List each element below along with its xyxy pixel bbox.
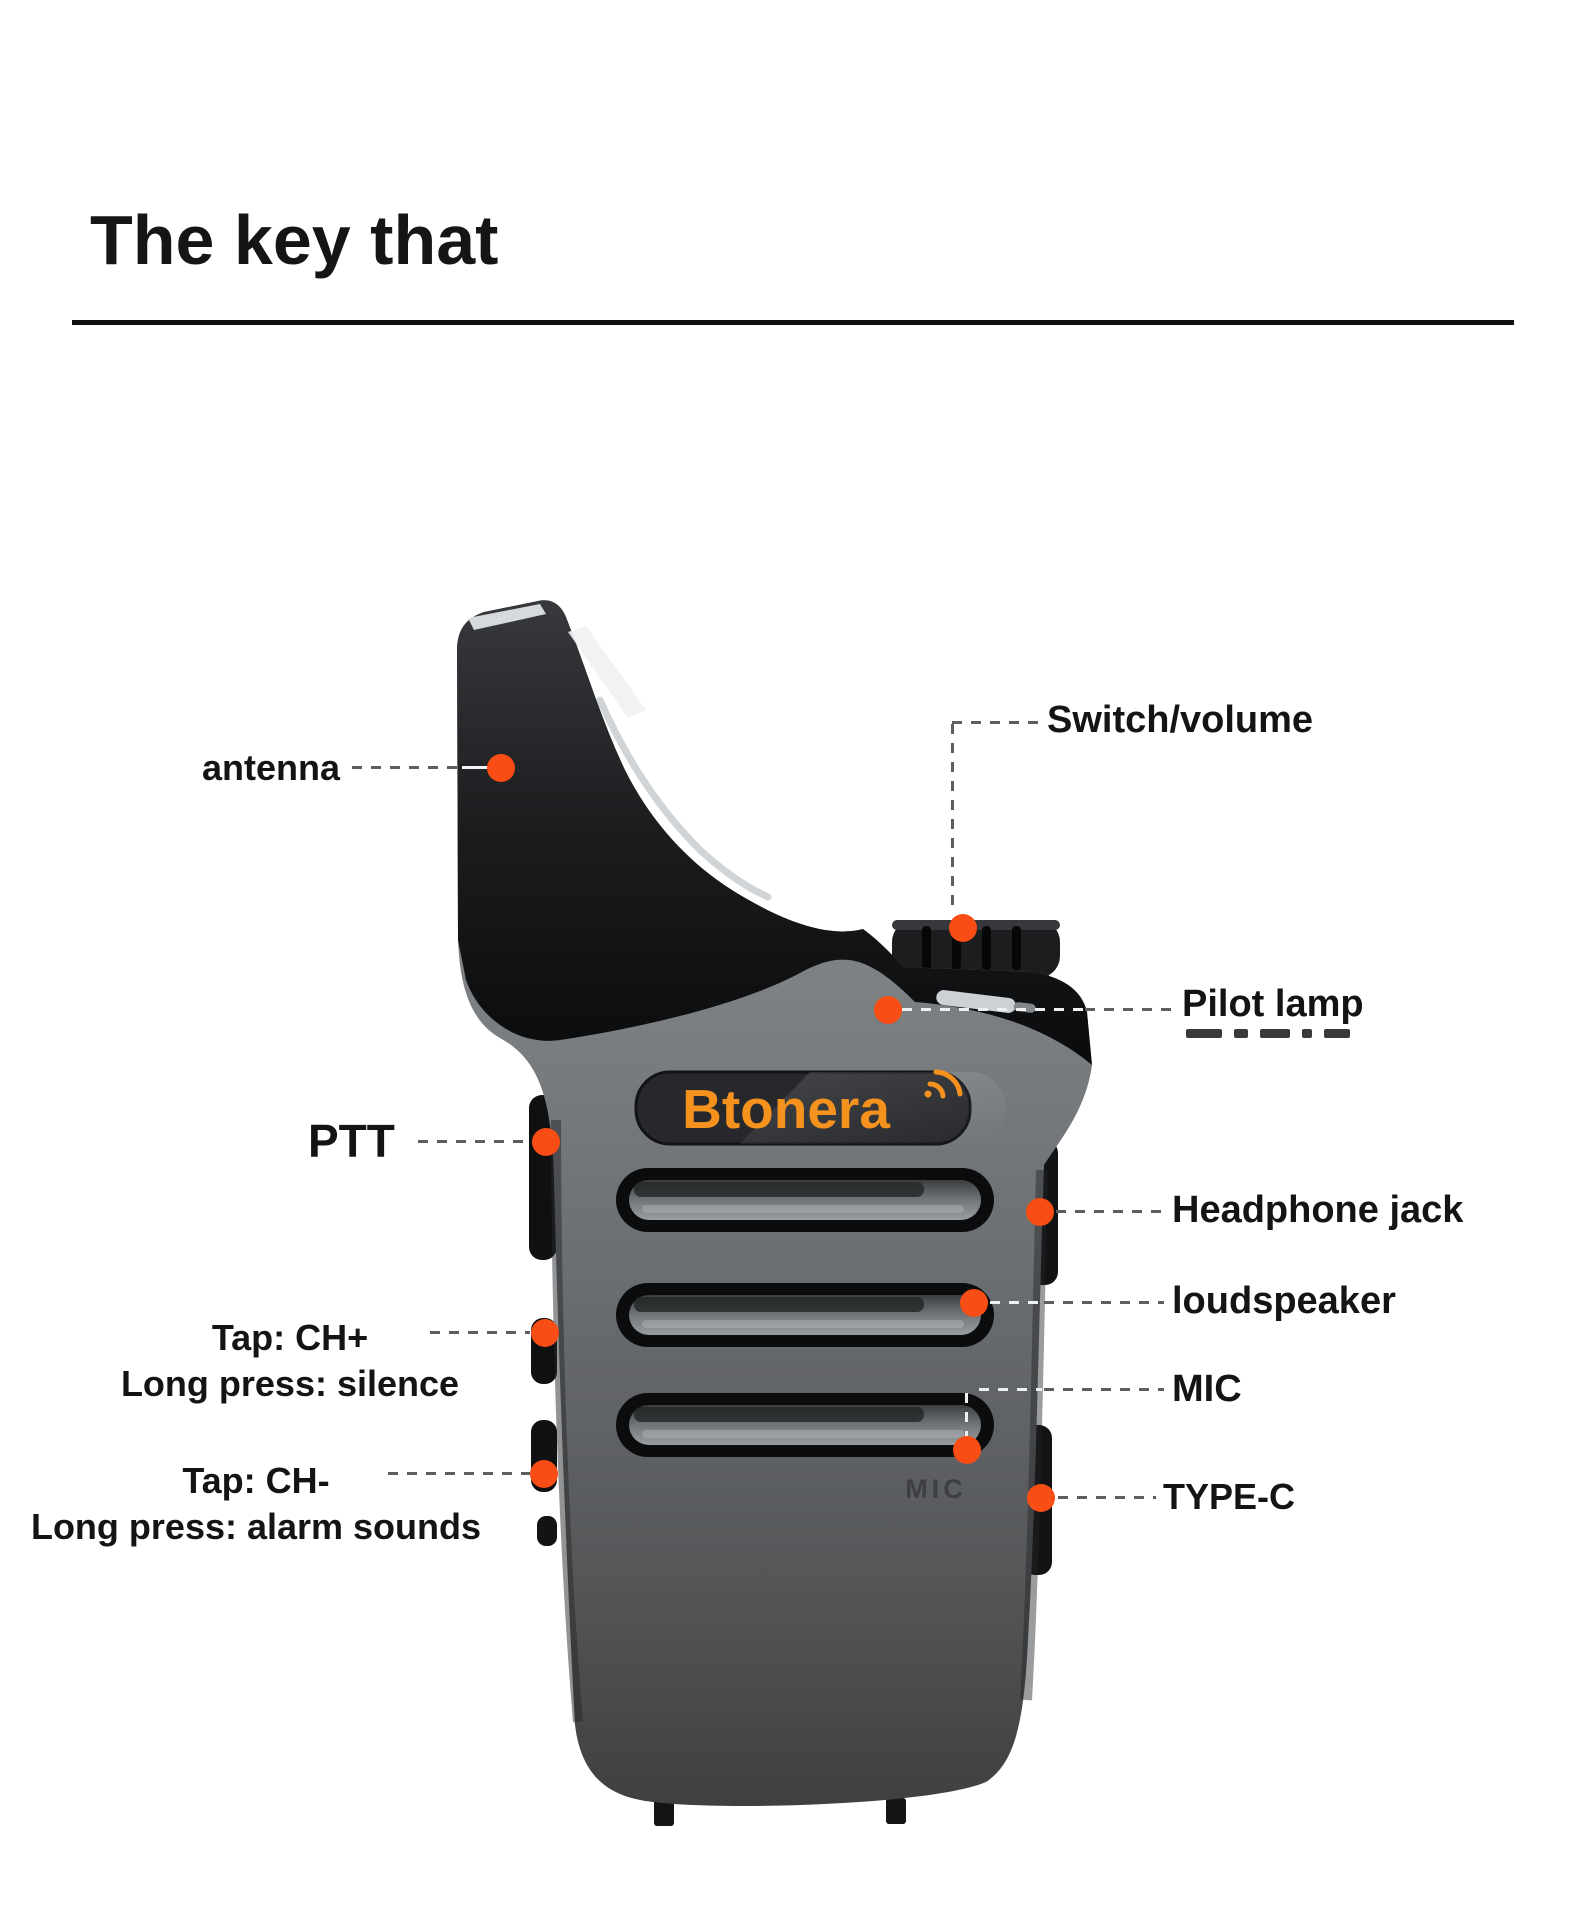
antenna-edge-highlight: [568, 626, 646, 718]
callout-mic-line-on-device: [979, 1388, 1042, 1391]
callout-ptt-label: PTT: [308, 1115, 395, 1167]
brand-logo-plate: Btonera: [634, 1069, 1006, 1146]
speaker-slot-1: [616, 1168, 994, 1232]
callout-antenna-dot: [487, 754, 515, 782]
callout-antenna-line: [352, 766, 462, 769]
callout-ch-up-label: Tap: CH+ Long press: silence: [100, 1315, 480, 1407]
callout-antenna-label: antenna: [201, 747, 340, 788]
callout-loudspeaker-line: [1044, 1301, 1164, 1304]
device-foot-right: [886, 1798, 906, 1824]
callout-switch-volume-line-h: [952, 721, 1038, 724]
callout-switch-volume-dot: [949, 914, 977, 942]
right-edge-shade: [1020, 1169, 1048, 1701]
callout-type-c-dot: [1027, 1484, 1055, 1512]
page-title: The key that: [90, 201, 499, 279]
device-foot-left: [654, 1798, 674, 1826]
callout-loudspeaker-dot: [960, 1289, 988, 1317]
left-edge-shade: [551, 1119, 583, 1723]
mic-engraving: MIC: [905, 1474, 967, 1504]
callout-ch-up-line: [430, 1331, 530, 1334]
speaker-slot-3: [616, 1393, 994, 1457]
callout-mic-line-v: [965, 1393, 968, 1437]
callout-ptt-dot: [532, 1128, 560, 1156]
callout-loudspeaker-line-on-device: [990, 1301, 1042, 1304]
callout-ch-down-line2: Long press: alarm sounds: [30, 1506, 482, 1547]
callout-headphone-jack-label: Headphone jack: [1172, 1189, 1464, 1231]
title-divider: [72, 320, 1514, 325]
callout-ch-down-dot: [530, 1460, 558, 1488]
wifi-signal-icon: [924, 1069, 963, 1099]
callout-ch-up-line1: Tap: CH+: [211, 1317, 369, 1358]
brand-logo-text: Btonera: [682, 1078, 890, 1140]
speaker-slot-2: [616, 1283, 994, 1347]
callout-mic-dot: [953, 1436, 981, 1464]
antenna-section: [457, 600, 1092, 1065]
callout-ch-down-label: Tap: CH- Long press: alarm sounds: [30, 1458, 482, 1550]
callout-mic-label: MIC: [1172, 1368, 1242, 1410]
callout-type-c-line: [1058, 1496, 1156, 1499]
callout-switch-volume-line-v: [951, 724, 954, 912]
callout-loudspeaker-label: loudspeaker: [1172, 1280, 1396, 1322]
callout-ch-up-dot: [531, 1319, 559, 1347]
callout-pilot-lamp-line-on-device: [902, 1008, 1085, 1011]
callout-ch-down-line1: Tap: CH-: [182, 1460, 330, 1501]
callout-ch-down-line: [388, 1472, 530, 1475]
callout-pilot-lamp-line: [1085, 1008, 1176, 1011]
clipped-text-remnant: [1186, 1029, 1350, 1038]
callout-headphone-jack-line: [1056, 1210, 1164, 1213]
antenna-top-highlight: [468, 604, 546, 630]
callout-pilot-lamp-dot: [874, 996, 902, 1024]
antenna-reflection-streak: [596, 696, 772, 901]
side-nub-bottom: [537, 1516, 557, 1546]
callout-headphone-jack-dot: [1026, 1198, 1054, 1226]
callout-switch-volume-label: Switch/volume: [1047, 699, 1314, 741]
callout-pilot-lamp-label: Pilot lamp: [1182, 983, 1364, 1025]
callout-type-c-label: TYPE-C: [1163, 1476, 1296, 1517]
callout-ch-up-line2: Long press: silence: [120, 1363, 460, 1404]
speaker-grille: [616, 1168, 994, 1457]
callout-ptt-line: [418, 1140, 530, 1143]
callout-mic-line: [1044, 1388, 1164, 1391]
callout-antenna-line-on-device: [462, 766, 492, 769]
